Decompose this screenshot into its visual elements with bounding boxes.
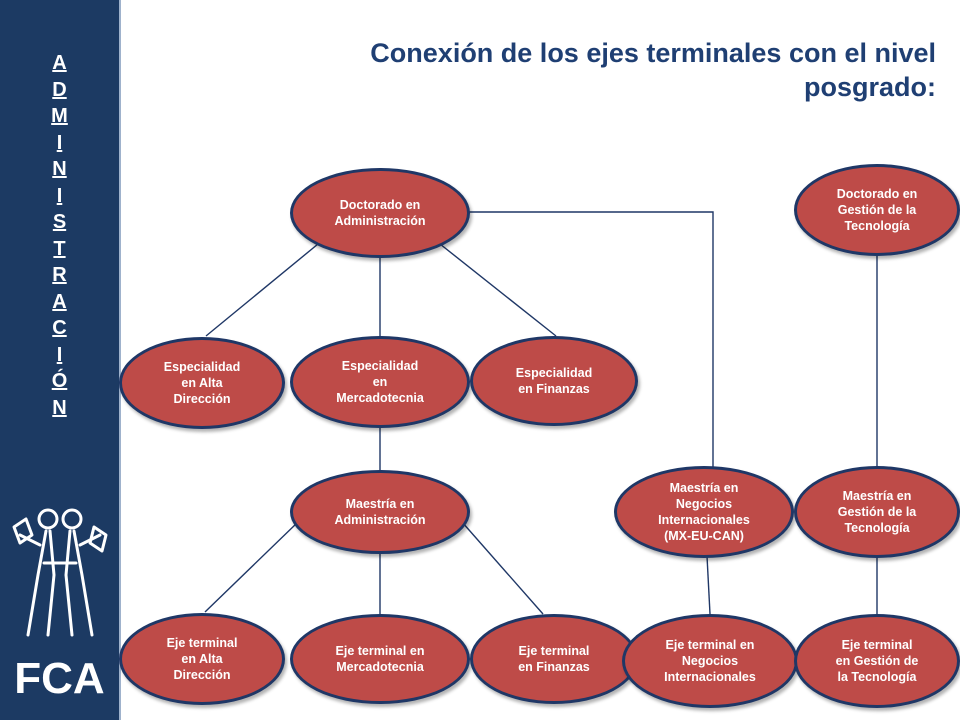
node-eje-negocios-internacionales: Eje terminal en Negocios Internacionales: [622, 614, 798, 708]
node-label: Especialidad en Mercadotecnia: [336, 359, 424, 405]
node-maestria-gestion-tecnologia: Maestría en Gestión de la Tecnología: [794, 466, 960, 558]
node-maestria-administracion: Maestría en Administración: [290, 470, 470, 554]
page-title: Conexión de los ejes terminales con el n…: [370, 38, 936, 102]
node-label: Eje terminal en Gestión de la Tecnología: [835, 638, 919, 684]
node-label: Eje terminal en Finanzas: [518, 644, 590, 674]
sidebar-letter: R: [52, 264, 67, 286]
sidebar-letter: C: [52, 317, 67, 339]
node-label: Maestría en Administración: [334, 497, 426, 527]
edge-doctorado-maestria-neg: [468, 211, 714, 467]
sidebar-letter: N: [52, 396, 67, 419]
node-label: Eje terminal en Negocios Internacionales: [664, 638, 756, 684]
node-label: Maestría en Negocios Internacionales (MX…: [658, 481, 750, 543]
sidebar-letter: A: [52, 290, 67, 313]
figure-holding-documents-icon: [12, 508, 108, 637]
node-eje-gestion-tecnologia: Eje terminal en Gestión de la Tecnología: [794, 614, 960, 708]
node-label: Doctorado en Administración: [334, 198, 426, 228]
node-label: Eje terminal en Mercadotecnia: [335, 644, 425, 674]
sidebar: A D M I N I S T R A C I Ó N FCA: [0, 0, 121, 720]
sidebar-letter: S: [52, 211, 67, 233]
node-doctorado-gestion-tecnologia: Doctorado en Gestión de la Tecnología: [794, 164, 960, 256]
sidebar-letter: A: [52, 52, 67, 74]
node-label: Doctorado en Gestión de la Tecnología: [836, 187, 918, 233]
node-label: Especialidad en Alta Dirección: [163, 360, 241, 406]
sidebar-letter: N: [52, 158, 67, 180]
node-label: Maestría en Gestión de la Tecnología: [837, 489, 917, 535]
node-maestria-negocios-internacionales: Maestría en Negocios Internacionales (MX…: [614, 466, 794, 558]
sidebar-letter: T: [53, 237, 66, 260]
node-eje-finanzas: Eje terminal en Finanzas: [470, 614, 638, 704]
fca-label: FCA: [14, 654, 105, 703]
sidebar-letter: I: [56, 343, 63, 366]
vertical-word-administracion: A D M I N I S T R A C I Ó N: [0, 50, 119, 421]
edge-doctorado-esp-fin: [439, 243, 557, 337]
sidebar-letter: M: [51, 105, 68, 127]
node-label: Eje terminal en Alta Dirección: [166, 636, 238, 682]
sidebar-letter: Ó: [51, 370, 68, 392]
node-eje-alta-direccion: Eje terminal en Alta Dirección: [119, 613, 285, 705]
node-eje-mercadotecnia: Eje terminal en Mercadotecnia: [290, 614, 470, 704]
edge-doctorado-esp-alta: [205, 243, 319, 337]
edge-maestria-admin-eje-fin: [461, 521, 544, 615]
sidebar-letter: D: [52, 78, 67, 101]
node-doctorado-administracion: Doctorado en Administración: [290, 168, 470, 258]
edge-maestria-neg-eje-neg: [706, 555, 711, 615]
node-especialidad-finanzas: Especialidad en Finanzas: [470, 336, 638, 426]
sidebar-letter: I: [56, 184, 63, 207]
node-label: Especialidad en Finanzas: [515, 366, 593, 396]
node-especialidad-mercadotecnia: Especialidad en Mercadotecnia: [290, 336, 470, 428]
edge-maestria-admin-eje-alta: [204, 521, 299, 613]
sidebar-letter: I: [56, 131, 63, 154]
node-especialidad-alta-direccion: Especialidad en Alta Dirección: [119, 337, 285, 429]
